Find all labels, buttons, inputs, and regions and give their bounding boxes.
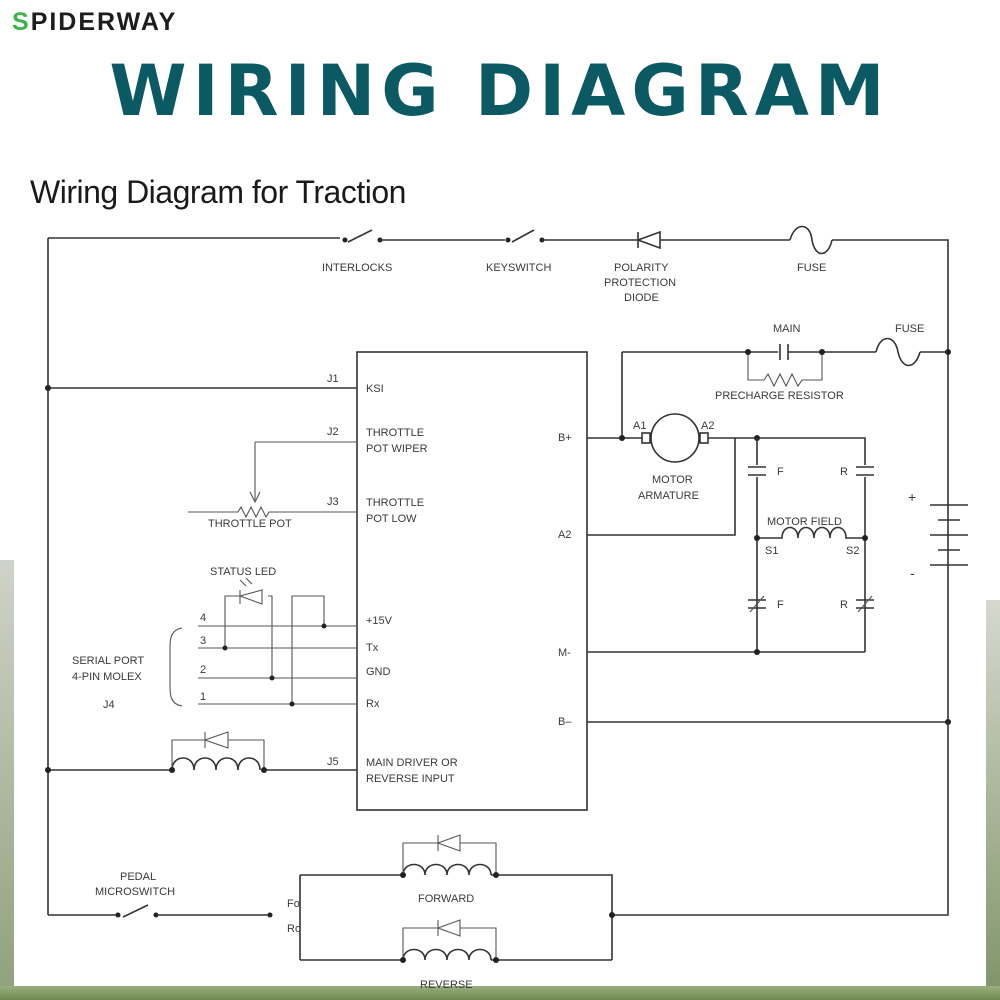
label-throttle-pot-wiper-2: POT WIPER: [366, 443, 428, 455]
label-diode: DIODE: [624, 292, 659, 304]
label-ro: Ro: [287, 923, 301, 935]
motor-circuit: [587, 413, 968, 725]
label-pin-1: 1: [200, 691, 206, 703]
label-battery-plus: +: [908, 489, 916, 505]
label-s2: S2: [846, 545, 859, 557]
label-pin-3: 3: [200, 635, 206, 647]
label-throttle-pot-wiper-1: THROTTLE: [366, 427, 424, 439]
background-grass: [0, 986, 1000, 1000]
label-gnd: GND: [366, 666, 391, 678]
label-j1: J1: [327, 373, 339, 385]
brand-logo-accent: S: [12, 8, 31, 36]
label-throttle-pot: THROTTLE POT: [208, 518, 292, 530]
label-s1: S1: [765, 545, 778, 557]
label-r-bottom: R: [840, 599, 848, 611]
label-4pin-molex: 4-PIN MOLEX: [72, 671, 142, 683]
label-protection: PROTECTION: [604, 277, 676, 289]
label-r-top: R: [840, 466, 848, 478]
controller-left-wiring: [45, 385, 357, 773]
label-armature: ARMATURE: [638, 490, 699, 502]
label-forward: FORWARD: [418, 893, 474, 905]
label-b-minus: B–: [558, 716, 572, 728]
label-motor: MOTOR: [652, 474, 693, 486]
label-microswitch: MICROSWITCH: [95, 886, 175, 898]
label-status-led: STATUS LED: [210, 566, 276, 578]
label-throttle-pot-low-2: POT LOW: [366, 513, 417, 525]
brand-logo: SPIDERWAY: [12, 8, 177, 37]
label-b-plus: B+: [558, 432, 572, 444]
label-keyswitch: KEYSWITCH: [486, 262, 551, 274]
brand-logo-text: PIDERWAY: [30, 8, 178, 36]
label-interlocks: INTERLOCKS: [322, 262, 392, 274]
controller-box: [356, 351, 588, 811]
label-pedal: PEDAL: [120, 871, 156, 883]
label-j3: J3: [327, 496, 339, 508]
label-j4: J4: [103, 699, 115, 711]
label-m-minus: M-: [558, 647, 571, 659]
direction-circuit: [48, 722, 949, 963]
label-pin-4: 4: [200, 612, 206, 624]
label-a1-terminal: A1: [633, 420, 646, 432]
label-fo: Fo: [287, 898, 300, 910]
label-j5: J5: [327, 756, 339, 768]
label-polarity: POLARITY: [614, 262, 669, 274]
label-fuse-top: FUSE: [797, 262, 826, 274]
label-fuse-main: FUSE: [895, 323, 924, 335]
label-a2-terminal: A2: [701, 420, 714, 432]
main-contactor-circuit: [621, 337, 951, 438]
label-serial-port: SERIAL PORT: [72, 655, 144, 667]
label-pin-2: 2: [200, 664, 206, 676]
label-rx: Rx: [366, 698, 380, 710]
label-ksi: KSI: [366, 383, 384, 395]
page-title: WIRING DIAGRAM: [109, 50, 891, 132]
label-reverse: REVERSE: [420, 979, 473, 991]
label-motor-field: MOTOR FIELD: [767, 516, 842, 528]
label-a2: A2: [558, 529, 571, 541]
label-battery-minus: -: [910, 565, 915, 581]
background-strip-right: [986, 600, 1000, 1000]
label-f-bottom: F: [777, 599, 784, 611]
top-supply-loop: [47, 225, 949, 915]
label-f-top: F: [777, 466, 784, 478]
diagram-subtitle: Wiring Diagram for Traction: [30, 174, 406, 210]
label-main: MAIN: [773, 323, 801, 335]
label-j2: J2: [327, 426, 339, 438]
label-15v: +15V: [366, 615, 393, 627]
label-precharge-resistor: PRECHARGE RESISTOR: [715, 390, 844, 402]
label-main-driver-1: MAIN DRIVER OR: [366, 757, 458, 769]
label-throttle-pot-low-1: THROTTLE: [366, 497, 424, 509]
background-strip-left: [0, 560, 14, 1000]
label-main-driver-2: REVERSE INPUT: [366, 773, 455, 785]
label-tx: Tx: [366, 642, 379, 654]
